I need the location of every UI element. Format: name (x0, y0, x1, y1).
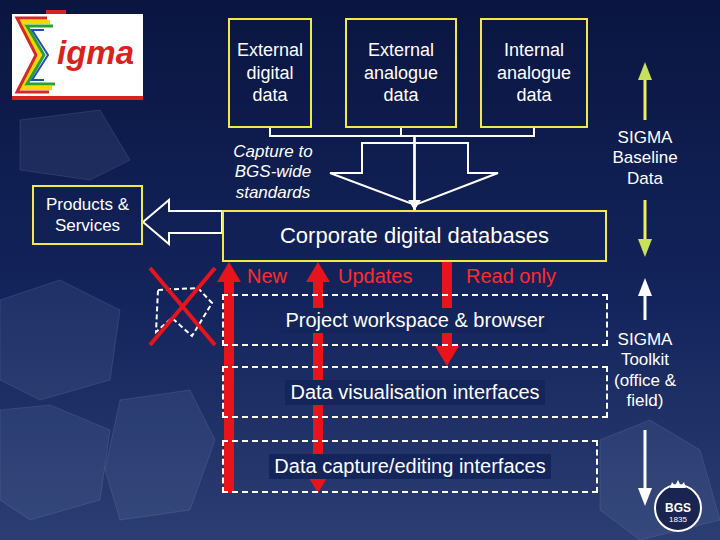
logo-bar (12, 96, 143, 100)
flow-arrow (217, 262, 241, 493)
database-box: Corporate digital databases (222, 210, 607, 262)
sigma-stroke (27, 26, 55, 84)
span-head (638, 239, 652, 257)
cross-line (150, 268, 215, 345)
edge-label: Updates (338, 265, 413, 288)
salt-cell (0, 280, 120, 400)
span-head (638, 62, 652, 80)
flow-arrow (143, 200, 222, 244)
label-holder: SIGMA Baseline Data (603, 128, 687, 189)
box-text: Data capture/editing interfaces (269, 454, 550, 479)
interface-box: Data capture/editing interfaces (222, 440, 598, 493)
edge-label-holder: Capture to BGS-wide standards (224, 142, 322, 203)
logo-crown (670, 480, 686, 488)
arrow-shaft (415, 128, 535, 210)
salt-cell (600, 420, 720, 540)
flow-arrow (401, 128, 421, 210)
span-label: SIGMA Toolkit (office & field) (603, 330, 687, 412)
arrow-head (409, 200, 421, 210)
logo-text: 1835 (664, 516, 692, 524)
interface-box: Project workspace & browser (222, 294, 608, 346)
logo-text: igma (57, 36, 134, 69)
interface-box: Data visualisation interfaces (222, 366, 608, 418)
edge-label: Read only (466, 265, 556, 288)
span-head (638, 278, 652, 296)
sigma-logo (12, 10, 143, 100)
edge-label: New (247, 265, 287, 288)
box-text: External analogue data (353, 39, 449, 107)
arrow-head (409, 200, 421, 210)
cross-line (150, 268, 215, 345)
sigma-stroke (17, 18, 49, 92)
source-box: External digital data (228, 18, 312, 128)
span-line (644, 430, 647, 490)
box-text: Project workspace & browser (281, 308, 550, 333)
box-text: Data visualisation interfaces (285, 380, 544, 405)
label-holder: igma (57, 36, 134, 69)
source-box: External analogue data (345, 18, 457, 128)
sigma-stroke (32, 30, 48, 80)
bgs-logo (655, 480, 701, 531)
label-holder: SIGMA Toolkit (office & field) (603, 330, 687, 412)
edge-label-holder: Read only (466, 265, 556, 288)
arrow-head (435, 346, 459, 366)
span-head (638, 488, 652, 506)
span-line (644, 200, 647, 240)
block-arrow (143, 200, 222, 244)
box-text: External digital data (236, 39, 304, 107)
salt-cell (0, 405, 110, 520)
source-box: Internal analogue data (480, 18, 588, 128)
arrow-head (306, 262, 330, 282)
arrow-shaft (442, 262, 452, 346)
salt-cell (105, 390, 215, 520)
flow-arrow (409, 128, 535, 210)
edge-label-holder: Updates (338, 265, 413, 288)
arrow-shaft (401, 128, 415, 210)
span-line (644, 78, 647, 120)
span-line (644, 294, 647, 320)
salt-texture (0, 110, 720, 540)
box-text: Products & Services (40, 194, 135, 237)
arrow-head (217, 262, 241, 282)
label-holder: 1835 (664, 516, 692, 524)
output-box: Products & Services (32, 185, 143, 245)
logo-bar (46, 10, 66, 14)
box-text: Corporate digital databases (280, 223, 549, 249)
edge-label-holder: New (247, 265, 287, 288)
span-label: SIGMA Baseline Data (603, 128, 687, 189)
arrow-shaft (224, 282, 234, 493)
arrow-head (409, 200, 421, 210)
box-text: Internal analogue data (488, 39, 580, 107)
salt-cell (20, 110, 130, 180)
edge-label: Capture to BGS-wide standards (224, 142, 322, 203)
label-holder: BGS (660, 502, 696, 514)
logo-panel (12, 14, 143, 98)
logo-ring (655, 485, 701, 531)
logo-text: BGS (660, 502, 696, 514)
rejected-icon (150, 268, 215, 345)
